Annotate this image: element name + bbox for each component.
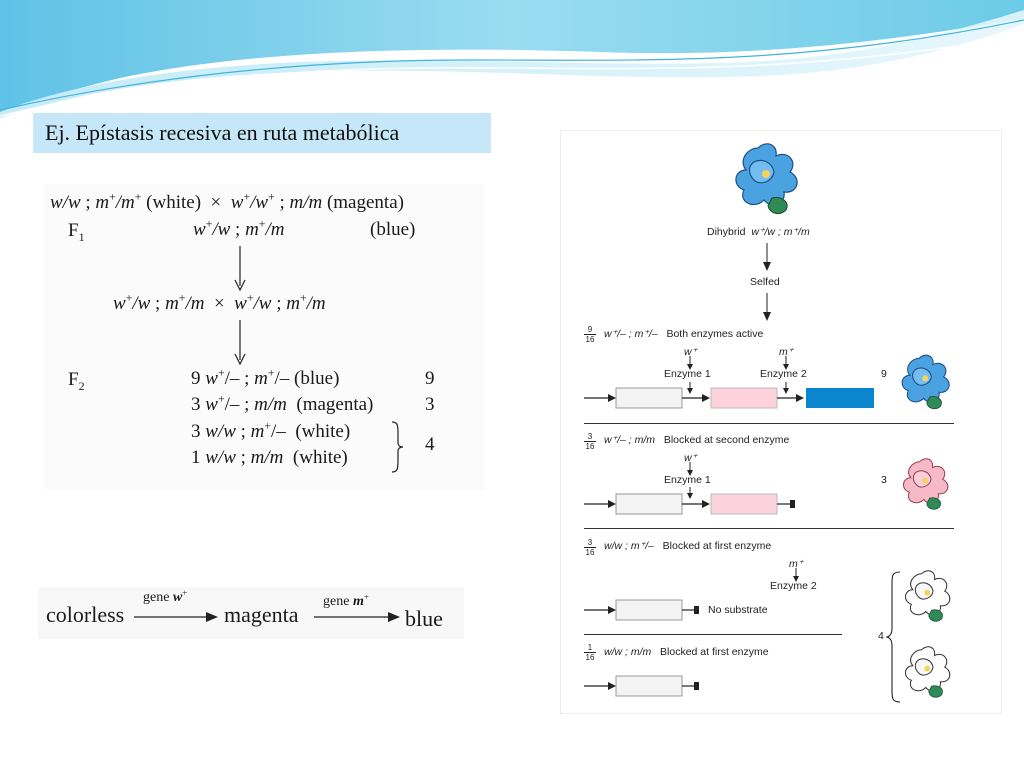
p-genotype-1c: /m — [115, 192, 135, 213]
pathway-gene-w-label: gene w+ — [143, 587, 188, 605]
self-cross-symbol: × — [213, 293, 225, 314]
f1-phenotype: (blue) — [370, 219, 416, 240]
pink-flower-3-image — [903, 458, 949, 510]
white-flowers-bracket — [886, 571, 901, 703]
section-2-gene1: w⁺ — [684, 452, 698, 464]
f1-genotype: w+/w ; m+/m — [193, 217, 285, 240]
p-genotype-1b: m — [95, 192, 110, 213]
f2-row-2-number: 3 — [425, 394, 435, 415]
white-flower-image-2 — [905, 646, 951, 698]
p-cross-symbol: × — [210, 192, 222, 213]
p-separator-2: ; — [279, 192, 285, 213]
pathway-arrow-1 — [134, 612, 218, 622]
pathway-arrow-2 — [314, 612, 400, 622]
f2-row-1: 9 w+/– ; m+/– (blue) — [191, 366, 340, 389]
pathway-magenta: magenta — [224, 602, 299, 627]
f1-to-self-arrow — [234, 246, 246, 292]
section-1-genotype: w⁺/– ; m⁺/– Both enzymes active — [604, 328, 764, 340]
section-2-gene-arrow — [687, 462, 693, 476]
white-flower-image-1 — [905, 570, 951, 622]
cross-panel — [45, 184, 485, 490]
p-genotype-2c: m/m — [289, 192, 323, 213]
section-2-enzyme-arrow — [687, 487, 693, 499]
pathway-blue: blue — [405, 606, 443, 631]
section-3-no-substrate: No substrate — [708, 604, 768, 616]
selfed-label: Selfed — [750, 276, 780, 288]
pathway-panel — [38, 587, 464, 639]
section-3-genotype: w/w ; m⁺/– Blocked at first enzyme — [604, 540, 772, 552]
f1-label: F1 — [68, 220, 85, 244]
p-phenotype-2: (magenta) — [326, 192, 404, 213]
section-1-gene-arrows — [687, 356, 789, 370]
section-1-enzyme1: Enzyme 1 — [664, 368, 711, 380]
p-genotype-1a: w/w — [50, 192, 81, 213]
f2-row-2: 3 w+/– ; m/m (magenta) — [191, 392, 374, 415]
section-1-pathway — [584, 387, 874, 409]
f2-row-3: 3 w/w ; m+/– (white) — [191, 419, 351, 442]
p-genotype-2a: w — [230, 192, 244, 213]
section-3-gene-arrow — [793, 568, 799, 582]
section-2-enzyme1: Enzyme 1 — [664, 474, 711, 486]
p-genotype-2b: /w — [250, 192, 269, 213]
section-1-enzyme2: Enzyme 2 — [760, 368, 807, 380]
dihybrid-arrow — [763, 243, 771, 271]
section-2-count: 3 — [881, 474, 887, 486]
selfed-arrow — [763, 293, 771, 321]
pathway-gene-m-label: gene m+ — [323, 591, 369, 609]
section-4-genotype: w/w ; m/m Blocked at first enzyme — [604, 646, 769, 658]
section-3-pathway — [584, 599, 699, 621]
p-cross-line: w/w ; m+/m+ (white) × w+/w+ ; m/m (magen… — [50, 190, 404, 213]
section-3-enzyme2: Enzyme 2 — [770, 580, 817, 592]
slide-title: Ej. Epístasis recesiva en ruta metabólic… — [45, 120, 400, 145]
section-divider-1 — [584, 423, 954, 424]
section-1-gene2: m⁺ — [779, 346, 794, 358]
blue-flower-9-image — [901, 354, 950, 410]
title-box — [33, 113, 491, 153]
f2-row-1-number: 9 — [425, 368, 435, 389]
pathway-colorless: colorless — [46, 602, 125, 627]
white-flowers-count: 4 — [878, 630, 884, 642]
section-2-pathway — [584, 493, 795, 515]
self-to-f2-arrow — [234, 320, 246, 366]
self-cross-line: w+/w ; m+/m × w+/w ; m+/m — [113, 291, 326, 314]
section-divider-3 — [584, 634, 842, 635]
section-2-genotype: w⁺/– ; m/m Blocked at second enzyme — [604, 434, 790, 446]
section-1-gene1: w⁺ — [684, 346, 698, 358]
section-3-gene2: m⁺ — [789, 558, 804, 570]
section-1-enzyme-arrows — [687, 382, 789, 394]
f2-white-total: 4 — [425, 434, 435, 455]
f2-white-brace — [391, 421, 404, 473]
p-phenotype-1: (white) — [146, 192, 202, 213]
dihybrid-label: Dihybrid w⁺/w ; m⁺/m — [707, 226, 810, 238]
section-4-pathway — [584, 675, 699, 697]
f2-row-4: 1 w/w ; m/m (white) — [191, 447, 348, 468]
section-divider-2 — [584, 528, 954, 529]
p-separator-1: ; — [85, 192, 91, 213]
section-1-count: 9 — [881, 368, 887, 380]
blue-flower-dihybrid-image — [735, 143, 798, 214]
header-wave-decoration — [0, 0, 1024, 118]
f2-label: F2 — [68, 369, 85, 393]
